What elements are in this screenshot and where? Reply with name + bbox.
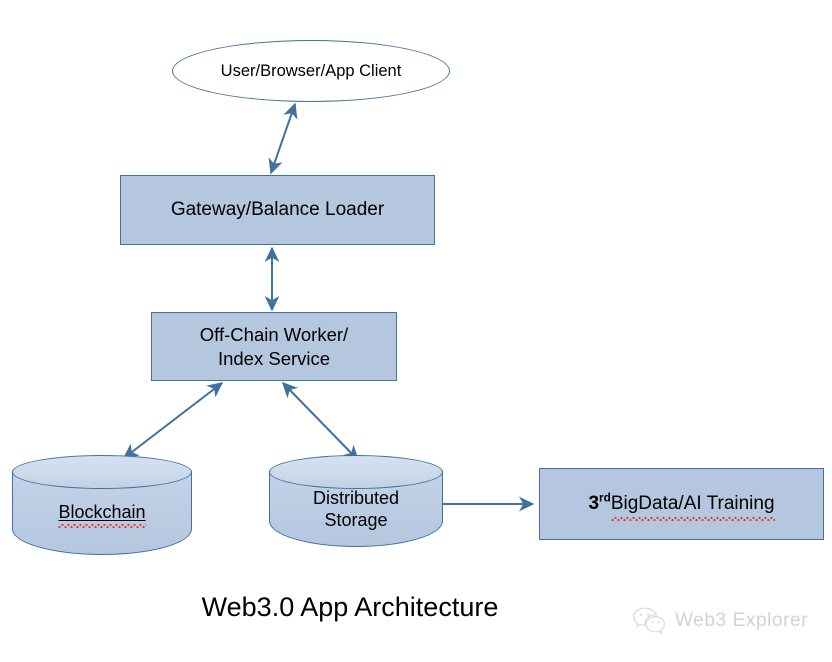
node-user-client[interactable]: User/Browser/App Client — [172, 40, 450, 102]
edge-offchain-to-blockchain — [122, 382, 224, 459]
bigdata-ai-label-rest: BigData/AI Training — [610, 493, 775, 521]
node-offchain-worker-label-line1: Off-Chain Worker/ — [199, 324, 349, 346]
watermark: Web3 Explorer — [632, 606, 808, 636]
node-gateway[interactable]: Gateway/Balance Loader — [120, 175, 435, 245]
node-gateway-label: Gateway/Balance Loader — [170, 199, 385, 221]
watermark-text: Web3 Explorer — [675, 610, 809, 631]
edge-gateway-to-user — [268, 102, 298, 175]
node-distributed-storage-label-line2: Storage — [324, 510, 388, 530]
node-distributed-storage[interactable]: Distributed Storage — [269, 455, 443, 547]
node-user-client-label: User/Browser/App Client — [220, 61, 402, 80]
node-blockchain[interactable]: Blockchain — [12, 455, 192, 555]
node-bigdata-ai-label: 3rd BigData/AI Training — [588, 491, 775, 521]
cylinder-top-ellipse — [12, 455, 192, 489]
node-distributed-storage-label-line1: Distributed — [312, 487, 400, 508]
wechat-logo-icon — [633, 607, 666, 634]
ordinal-number: 3rd — [588, 491, 611, 515]
node-bigdata-ai[interactable]: 3rd BigData/AI Training — [539, 468, 824, 540]
node-blockchain-label: Blockchain — [58, 501, 146, 528]
cylinder-top-ellipse — [269, 455, 443, 489]
page-title: Web3.0 App Architecture — [201, 592, 499, 622]
edge-offchain-to-storage — [282, 381, 359, 462]
ordinal-suffix: rd — [599, 491, 611, 505]
node-offchain-worker-label-line2: Index Service — [217, 347, 331, 369]
node-offchain-worker[interactable]: Off-Chain Worker/ Index Service — [151, 312, 397, 381]
